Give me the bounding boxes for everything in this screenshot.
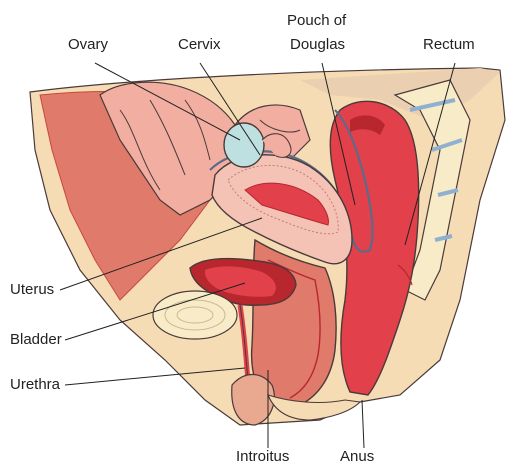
label-rectum: Rectum (423, 36, 475, 54)
label-pouch-line1: Pouch of (287, 12, 346, 30)
leader-anus (362, 400, 364, 448)
label-introitus: Introitus (236, 448, 289, 466)
label-urethra: Urethra (10, 376, 60, 394)
label-cervix: Cervix (178, 36, 221, 54)
pubic-bone (153, 291, 237, 339)
label-uterus: Uterus (10, 281, 54, 299)
label-anus: Anus (340, 448, 374, 466)
label-pouch-line2: Douglas (290, 36, 345, 54)
label-bladder: Bladder (10, 331, 62, 349)
label-ovary: Ovary (68, 36, 108, 54)
